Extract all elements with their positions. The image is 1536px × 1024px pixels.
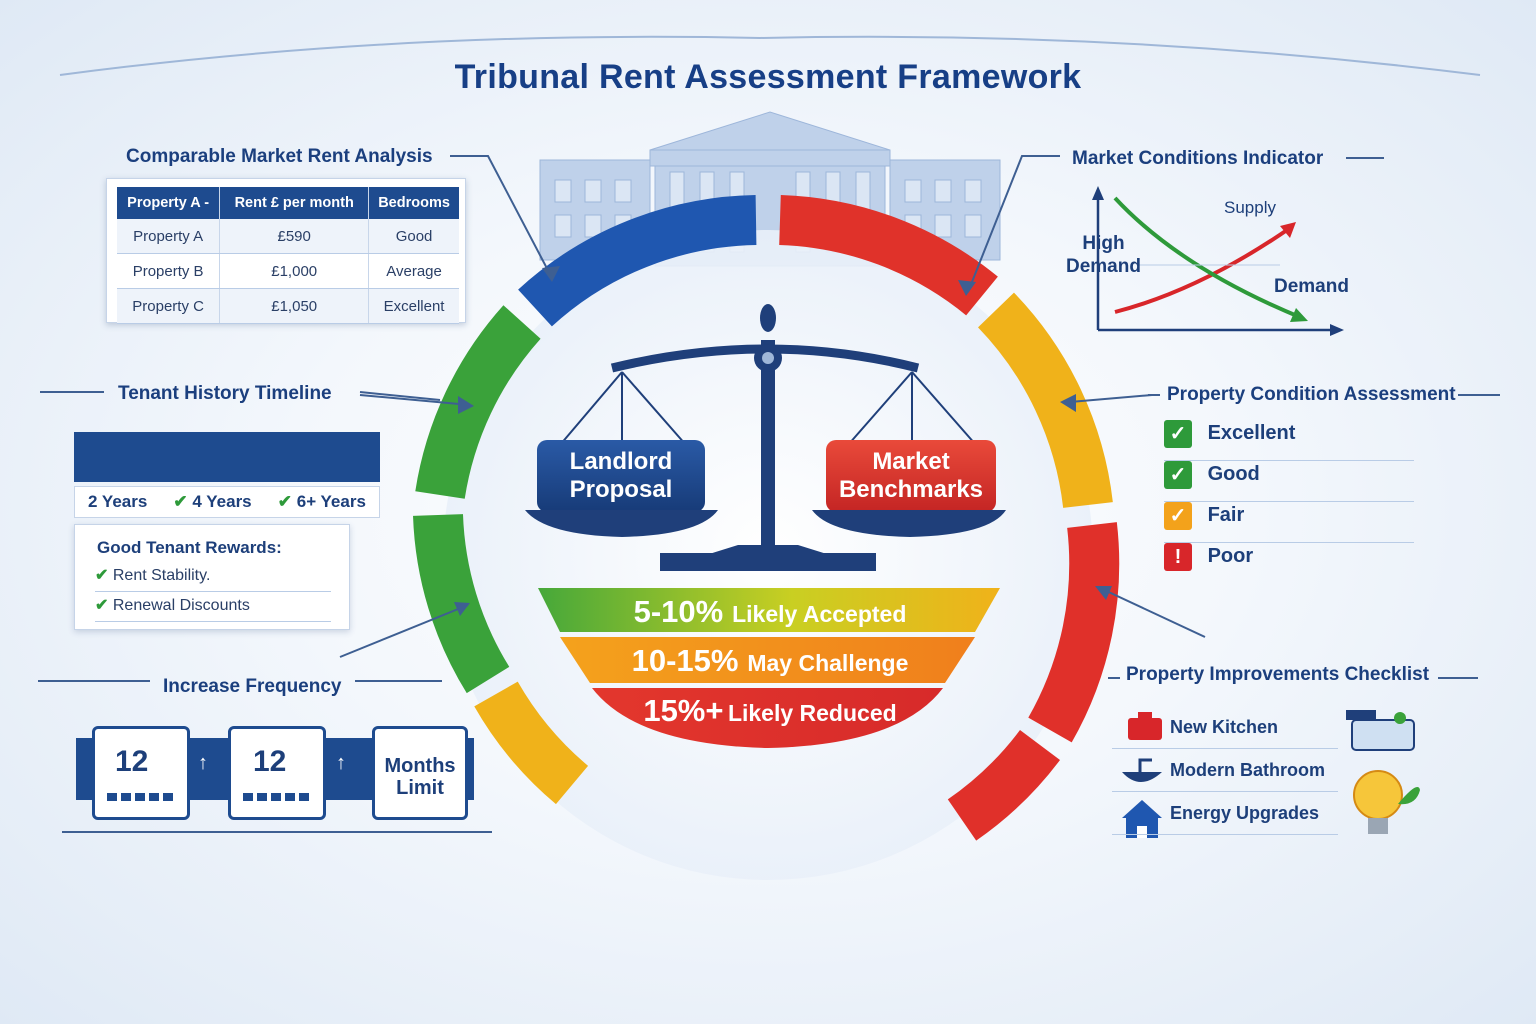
- supply-demand-chart: [1092, 186, 1344, 336]
- frequency-title: Increase Frequency: [163, 676, 342, 697]
- condition-item-fair: ✓ Fair: [1164, 502, 1414, 543]
- timeline-year: 2 Years: [88, 492, 148, 511]
- check-icon: ✓: [1164, 502, 1192, 530]
- band-percent: 15%+: [643, 693, 724, 728]
- band-percent: 5-10%: [633, 594, 724, 629]
- y-axis-label: High Demand: [1066, 232, 1141, 278]
- condition-label: Excellent: [1207, 422, 1296, 445]
- condition-item-excellent: ✓ Excellent: [1164, 420, 1414, 461]
- market-benchmarks-label: Market Benchmarks: [838, 448, 984, 503]
- table-cell: Average: [368, 253, 459, 289]
- table-row: Property C £1,050 Excellent: [117, 288, 459, 324]
- improvements-title: Property Improvements Checklist: [1126, 664, 1430, 685]
- supply-label: Supply: [1224, 198, 1276, 217]
- reward-label: Rent Stability.: [112, 567, 211, 584]
- condition-label: Fair: [1207, 504, 1245, 527]
- reward-label: Renewal Discounts: [112, 597, 250, 614]
- check-icon: ✔: [277, 492, 292, 511]
- check-icon: ✓: [1164, 420, 1192, 448]
- check-icon: ✔: [95, 597, 109, 614]
- improvement-item-kitchen: New Kitchen: [1112, 706, 1338, 749]
- condition-title: Property Condition Assessment: [1167, 384, 1456, 405]
- band-challenge: 10-15% May Challenge: [580, 643, 960, 679]
- comparable-table-card: Property A - Rent £ per month Bedrooms P…: [106, 178, 466, 324]
- table-row: Property B £1,000 Average: [117, 253, 459, 289]
- table-header: Bedrooms: [368, 187, 459, 219]
- condition-item-poor: ! Poor: [1164, 543, 1414, 583]
- rewards-card: Good Tenant Rewards: ✔ Rent Stability. ✔…: [74, 524, 350, 630]
- months-label: Months: [384, 755, 456, 777]
- reward-item: ✔ Rent Stability.: [95, 565, 331, 592]
- condition-label: Good: [1207, 463, 1260, 486]
- calendar-grid: [107, 793, 175, 801]
- improvement-icons: [1122, 710, 1420, 838]
- arrow-icon: ↑: [336, 752, 346, 774]
- landlord-proposal-label: Landlord Proposal: [569, 448, 673, 503]
- arrow-icon: ↑: [198, 752, 208, 774]
- calendar-grid: [243, 793, 311, 801]
- table-cell: Excellent: [368, 288, 459, 324]
- timeline-year: 4 Years: [192, 492, 252, 511]
- connector-arrowheads: [454, 266, 1112, 616]
- table-cell: Property C: [117, 288, 220, 324]
- outcome-bands: [538, 588, 1000, 748]
- limit-label: Limit: [396, 777, 444, 799]
- table-cell: Property B: [117, 253, 220, 289]
- calendar-value: 12: [253, 745, 287, 778]
- comparable-title: Comparable Market Rent Analysis: [126, 146, 433, 167]
- exclamation-icon: !: [1164, 543, 1192, 571]
- title-arc: [59, 35, 1481, 76]
- improvement-item-bathroom: Modern Bathroom: [1112, 749, 1338, 792]
- demand-label: Demand: [1274, 276, 1349, 297]
- band-percent: 10-15%: [631, 643, 739, 678]
- balance-scale-icon: [525, 304, 1006, 571]
- condition-list: ✓ Excellent ✓ Good ✓ Fair ! Poor: [1164, 420, 1414, 583]
- timeline-bar: [74, 432, 380, 482]
- condition-item-good: ✓ Good: [1164, 461, 1414, 502]
- improvements-list: New Kitchen Modern Bathroom Energy Upgra…: [1112, 706, 1338, 835]
- check-icon: ✔: [173, 492, 188, 511]
- y-axis-label-line: High: [1082, 233, 1125, 254]
- demand-line: [1113, 196, 1303, 320]
- band-label: Likely Accepted: [732, 601, 907, 627]
- table-row: Property A £590 Good: [117, 219, 459, 254]
- y-axis-label-line: Demand: [1066, 256, 1141, 277]
- months-limit-calendar: Months Limit: [372, 726, 468, 820]
- calendar-icon: 12: [92, 726, 190, 820]
- condition-label: Poor: [1207, 545, 1254, 568]
- table-cell: Property A: [117, 219, 220, 254]
- table-header: Rent £ per month: [219, 187, 369, 219]
- band-accepted: 5-10% Likely Accepted: [560, 594, 980, 630]
- table-cell: Good: [368, 219, 459, 254]
- market-title: Market Conditions Indicator: [1072, 148, 1324, 169]
- connector-lines: [38, 155, 1500, 833]
- check-icon: ✔: [95, 567, 109, 584]
- table-cell: £1,000: [219, 253, 369, 289]
- calendar-value: 12: [115, 745, 149, 778]
- reward-item: ✔ Renewal Discounts: [95, 595, 331, 622]
- comparable-table: Property A - Rent £ per month Bedrooms P…: [117, 187, 459, 324]
- band-reduced: 15%+ Likely Reduced: [600, 693, 940, 729]
- assessment-ring: [413, 195, 1120, 841]
- table-header: Property A -: [117, 187, 220, 219]
- check-icon: ✓: [1164, 461, 1192, 489]
- table-header-row: Property A - Rent £ per month Bedrooms: [117, 187, 459, 219]
- supply-line: [1114, 226, 1292, 314]
- band-label: May Challenge: [747, 650, 909, 676]
- page-title: Tribunal Rent Assessment Framework: [454, 58, 1082, 96]
- improvement-item-energy: Energy Upgrades: [1112, 792, 1338, 835]
- calendar-icon: 12: [228, 726, 326, 820]
- band-label: Likely Reduced: [727, 700, 897, 726]
- table-cell: £590: [219, 219, 369, 254]
- tenant-title: Tenant History Timeline: [118, 383, 332, 404]
- table-cell: £1,050: [219, 288, 369, 324]
- timeline-years: 2 Years ✔ 4 Years ✔ 6+ Years: [74, 486, 380, 518]
- timeline-year: 6+ Years: [296, 492, 366, 511]
- rewards-title: Good Tenant Rewards:: [97, 538, 282, 557]
